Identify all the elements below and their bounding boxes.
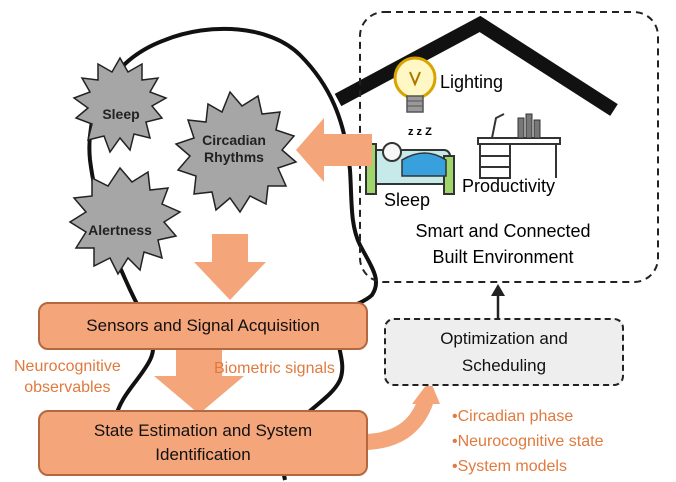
state-estimation-line1: State Estimation and System	[93, 421, 313, 440]
head-outline	[87, 26, 379, 481]
gear-label-alertness: Alertness	[88, 222, 152, 238]
output-item: •Circadian phase	[452, 408, 574, 425]
state-estimation-box: State Estimation and System Identificati…	[38, 410, 368, 476]
house-title-line2: Built Environment	[432, 247, 574, 267]
neurocognitive-observables-label: Neurocognitive observables	[14, 356, 121, 398]
bed-icon	[365, 142, 455, 195]
outputs-list: •Circadian phase •Neurocognitive state •…	[452, 404, 603, 479]
neuro-line1: Neurocognitive	[14, 358, 121, 375]
arrow-optimization-to-house-head	[491, 284, 505, 296]
zzz-label: z z Z	[408, 126, 432, 138]
optimization-label: Optimization and Scheduling	[440, 325, 568, 379]
state-estimation-label: State Estimation and System Identificati…	[94, 419, 312, 467]
arrow-state-to-optimization	[361, 397, 434, 450]
optimization-line1: Optimization and	[440, 329, 568, 348]
gear-label-circadian-line2: Rhythms	[204, 149, 264, 165]
biometric-signals-label: Biometric signals	[214, 360, 335, 377]
productivity-label: Productivity	[462, 176, 556, 196]
lightbulb-icon	[393, 56, 437, 113]
sleep-house-label: Sleep	[384, 190, 431, 210]
gear-label-circadian-line1: Circadian	[202, 132, 266, 148]
sensors-box-label: Sensors and Signal Acquisition	[86, 316, 320, 335]
optimization-line2: Scheduling	[461, 356, 547, 375]
gear-label-circadian: Circadian Rhythms	[196, 132, 272, 166]
arrow-brain-to-sensors	[194, 234, 266, 300]
circadian-gear	[174, 90, 298, 214]
neuro-line2: observables	[24, 379, 111, 396]
house-title-line1: Smart and Connected	[415, 221, 591, 241]
output-item: •System models	[452, 458, 567, 475]
arrow-state-to-optimization-head	[412, 380, 440, 404]
sleep-gear	[72, 56, 168, 154]
state-estimation-line2: Identification	[155, 445, 251, 464]
output-item: •Neurocognitive state	[452, 433, 604, 450]
arrow-house-to-brain	[296, 118, 372, 182]
house-roof	[334, 15, 618, 116]
house-dashed-boundary	[359, 11, 659, 283]
house-title: Smart and Connected Built Environment	[396, 218, 610, 270]
lighting-label: Lighting	[440, 72, 504, 92]
desk-icon	[477, 113, 561, 179]
alertness-gear	[68, 166, 182, 276]
sensors-box: Sensors and Signal Acquisition	[38, 302, 368, 350]
gear-label-sleep: Sleep	[102, 106, 140, 122]
optimization-box: Optimization and Scheduling	[384, 318, 624, 386]
arrow-sensors-to-state	[154, 346, 244, 414]
